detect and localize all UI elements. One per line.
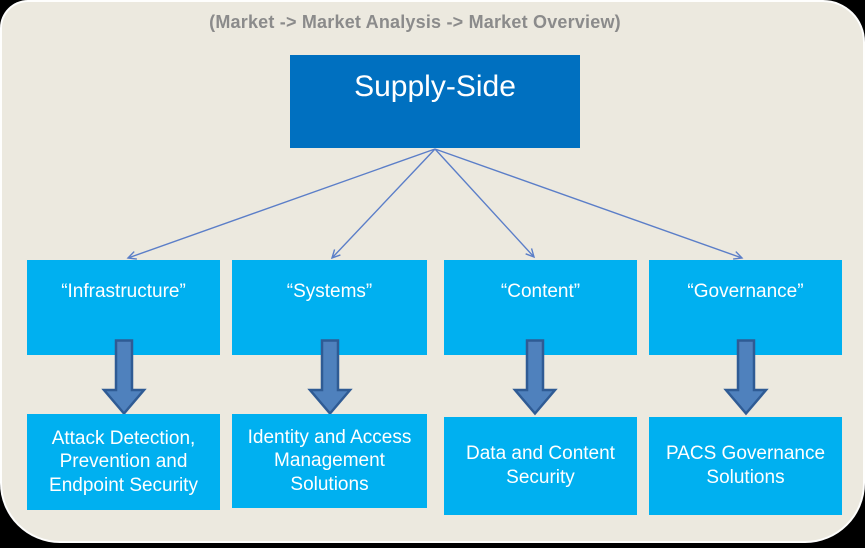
down-arrow-icon [307,339,353,416]
category-label: “Governance” [687,281,804,302]
solution-box-data-content-security: Data and Content Security [444,417,637,515]
down-arrow-icon [512,339,558,416]
solution-label: Attack Detection, Prevention and Endpoin… [49,427,198,496]
category-box-infrastructure: “Infrastructure” [27,260,220,355]
solution-label: Data and Content Security [466,443,615,488]
root-box-label: Supply-Side [354,70,516,103]
category-label: “Content” [500,281,581,302]
down-arrow-icon [101,339,147,416]
solution-box-attack-detection: Attack Detection, Prevention and Endpoin… [27,414,220,510]
solution-box-pacs-governance: PACS Governance Solutions [649,417,842,515]
solution-label: PACS Governance Solutions [665,443,826,488]
category-box-governance: “Governance” [649,260,842,355]
category-label: “Systems” [286,281,373,302]
category-box-content: “Content” [444,260,637,355]
solution-box-identity-access: Identity and Access Management Solutions [232,414,427,508]
root-box-supply-side: Supply-Side [290,55,580,148]
down-arrow-icon [723,339,769,416]
solution-label: Identity and Access Management Solutions [247,426,412,495]
category-box-systems: “Systems” [232,260,427,355]
breadcrumb: (Market -> Market Analysis -> Market Ove… [209,12,621,32]
category-label: “Infrastructure” [61,281,186,302]
